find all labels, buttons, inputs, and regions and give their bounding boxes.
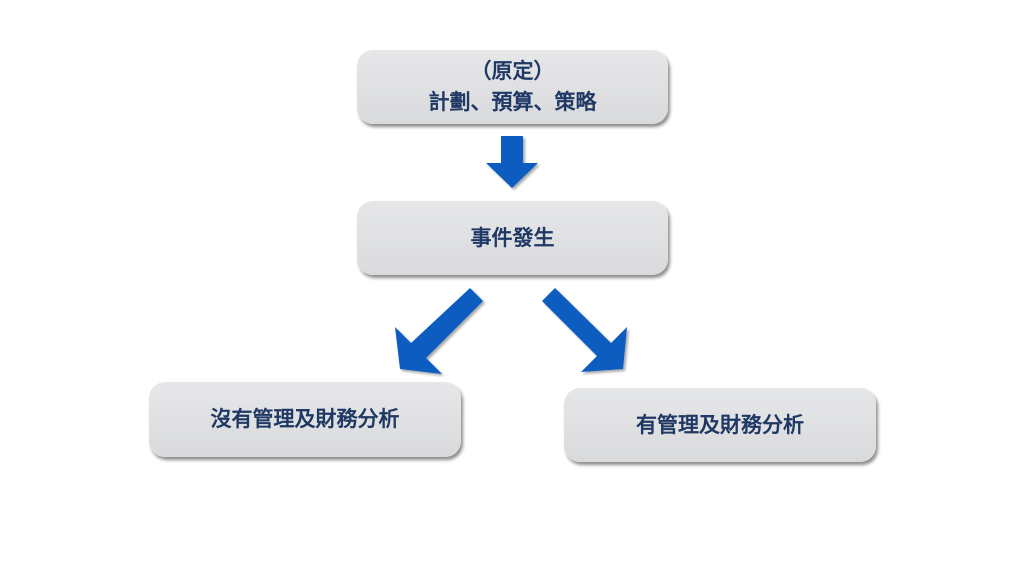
node-event-label: 事件發生	[470, 225, 555, 250]
arrow-down-left-icon	[395, 288, 483, 374]
node-plan-line2: 計劃、預算、策略	[428, 90, 597, 114]
arrow-down-icon	[486, 136, 538, 188]
node-with-label: 有管理及財務分析	[636, 412, 804, 437]
node-without-analysis: 沒有管理及財務分析	[149, 382, 461, 457]
arrow-down-right-icon	[542, 288, 627, 372]
node-without-label: 沒有管理及財務分析	[210, 407, 400, 431]
node-plan-line1: （原定）	[470, 59, 555, 83]
node-event-occurs: 事件發生	[357, 201, 668, 275]
node-original-plan: （原定） 計劃、預算、策略	[357, 50, 668, 124]
node-with-analysis: 有管理及財務分析	[564, 388, 876, 462]
